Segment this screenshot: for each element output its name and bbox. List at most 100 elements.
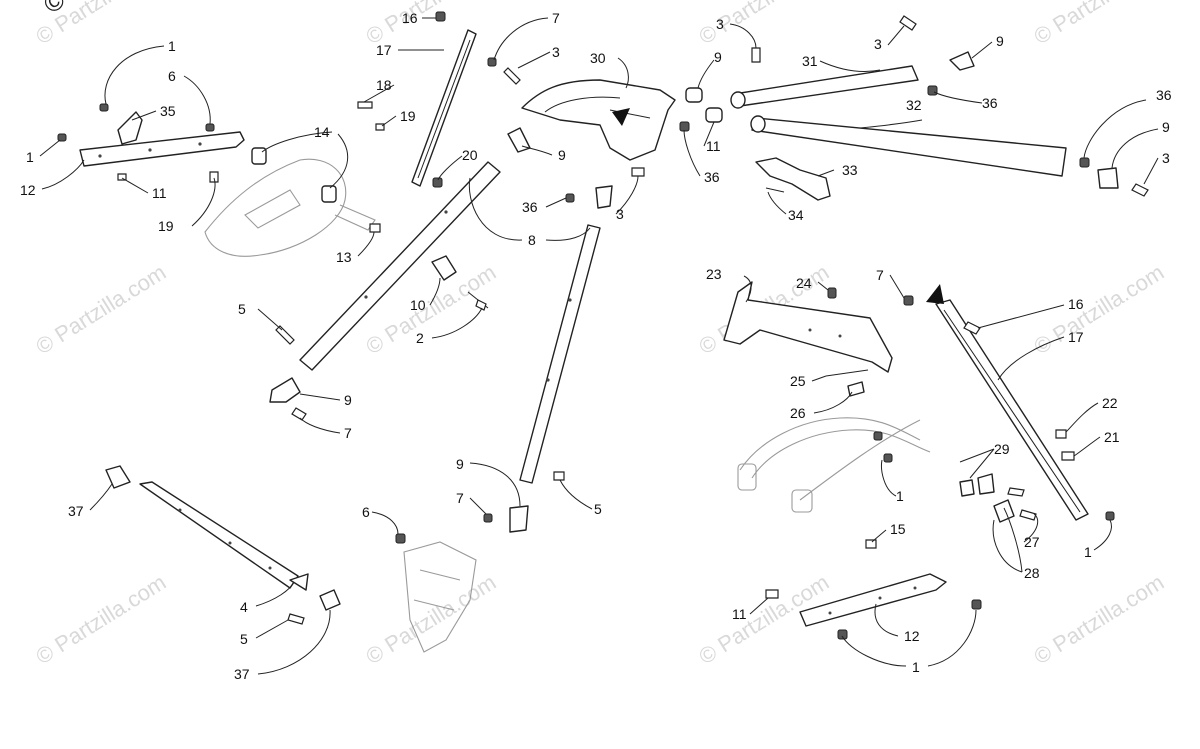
callout-label: 29: [994, 441, 1010, 457]
end-cap-37-bottom: [319, 589, 341, 611]
callout-label: 7: [552, 10, 560, 26]
callout-label: 37: [234, 666, 250, 682]
pin-25: [825, 369, 869, 377]
callout-label: 7: [344, 425, 352, 441]
watermark: © Partzilla.com: [1029, 259, 1168, 359]
callout-label: 9: [1162, 119, 1170, 135]
callout-label: 6: [168, 68, 176, 84]
crossbar-12: [79, 131, 245, 167]
tie-rods-31-32: [679, 15, 1149, 201]
callout-label: 7: [456, 490, 464, 506]
callout-label: 3: [716, 16, 724, 32]
end-cap-37-top: [105, 465, 131, 489]
lower-crossbar-4: [105, 465, 477, 653]
callout-label: 3: [874, 36, 882, 52]
end-clamp-9: [269, 377, 301, 403]
bushing-11: [705, 107, 723, 123]
callout-label: 5: [238, 301, 246, 317]
callout-label: 26: [790, 405, 806, 421]
tie-rod-32: [751, 117, 1067, 177]
callout-label: 9: [996, 33, 1004, 49]
callout-label: 5: [594, 501, 602, 517]
callout-label: 12: [20, 182, 36, 198]
callout-label: 11: [732, 606, 747, 622]
callout-label: 12: [904, 628, 920, 644]
clamp-9-top: [949, 51, 975, 71]
callout-label: 18: [376, 77, 392, 93]
bracket-35: [117, 111, 143, 145]
callout-label: 9: [456, 456, 464, 472]
leader-lines: [39, 17, 1159, 675]
bushing-9: [685, 87, 703, 103]
callout-label: 37: [68, 503, 84, 519]
callout-label: 35: [160, 103, 176, 119]
mount-bracket-23: [723, 281, 893, 373]
callout-label: 27: [1024, 534, 1040, 550]
ghost-cable: [739, 417, 921, 471]
bracket-33: [755, 157, 831, 201]
callout-label: 2: [416, 330, 424, 346]
callout-label: 28: [1024, 565, 1040, 581]
callout-label: 3: [1162, 150, 1170, 166]
tie-rod-31: [733, 65, 919, 107]
callout-label: 9: [558, 147, 566, 163]
watermark: © Partzilla.com: [1029, 0, 1168, 49]
latch-28: [993, 499, 1015, 523]
callout-label: 3: [616, 206, 624, 222]
lower-right-crossbar-12: [765, 539, 982, 640]
callout-label: 23: [706, 266, 722, 282]
callout-label: 13: [336, 249, 352, 265]
ghost-frame: [403, 541, 477, 653]
callout-label: 1: [912, 659, 920, 675]
callout-label: 9: [714, 49, 722, 65]
callout-label: 11: [152, 185, 167, 201]
callout-label: 36: [704, 169, 720, 185]
callout-label: 3: [552, 44, 560, 60]
clamp-9-right: [1097, 167, 1119, 189]
tube-8-left: [269, 161, 501, 421]
callout-label: 5: [240, 631, 248, 647]
watermark: © Partzilla.com: [31, 569, 170, 669]
callout-label: 9: [344, 392, 352, 408]
callout-label: 21: [1104, 429, 1120, 445]
callout-label: 36: [982, 95, 998, 111]
callout-label: 31: [802, 53, 818, 69]
callout-label: 19: [158, 218, 174, 234]
callout-label: 14: [314, 124, 330, 140]
callout-label: 32: [906, 97, 922, 113]
callout-label: 36: [1156, 87, 1172, 103]
callout-labels: 1 6 35 1 12 11 19 14 13 16 7 17 18 19 20…: [20, 10, 1172, 682]
upright-arm-17: [357, 11, 497, 188]
lower-clamp-9: [509, 505, 529, 533]
callout-label: 1: [26, 149, 34, 165]
callout-label: 24: [796, 275, 812, 291]
callout-label: 25: [790, 373, 806, 389]
direction-arrow: [612, 108, 630, 126]
bushing-14b: [321, 185, 337, 203]
callout-label: 6: [362, 504, 370, 520]
fastener-10-2: [431, 255, 489, 311]
callout-label: 4: [240, 599, 248, 615]
callout-label: 34: [788, 207, 804, 223]
callout-label: 33: [842, 162, 858, 178]
watermark: © Partzilla.com: [361, 569, 500, 669]
callout-label: 16: [1068, 296, 1084, 312]
clamp-9: [507, 127, 531, 153]
steering-head-30: [503, 67, 676, 203]
callout-label: 17: [1068, 329, 1084, 345]
callout-label: 30: [590, 50, 606, 66]
callout-label: 1: [896, 488, 904, 504]
callout-label: 10: [410, 297, 426, 313]
callout-label: 19: [400, 108, 416, 124]
tube-8-middle: [483, 185, 613, 533]
callout-label: 1: [168, 38, 176, 54]
callout-label: 1: [1084, 544, 1092, 560]
callout-label: 36: [522, 199, 538, 215]
callout-label: 17: [376, 42, 392, 58]
callout-label: 20: [462, 147, 478, 163]
callout-label: 7: [876, 267, 884, 283]
left-crossbar-assembly: [57, 103, 381, 257]
callout-label: 22: [1102, 395, 1118, 411]
watermark: © Partzilla.com: [31, 0, 170, 49]
